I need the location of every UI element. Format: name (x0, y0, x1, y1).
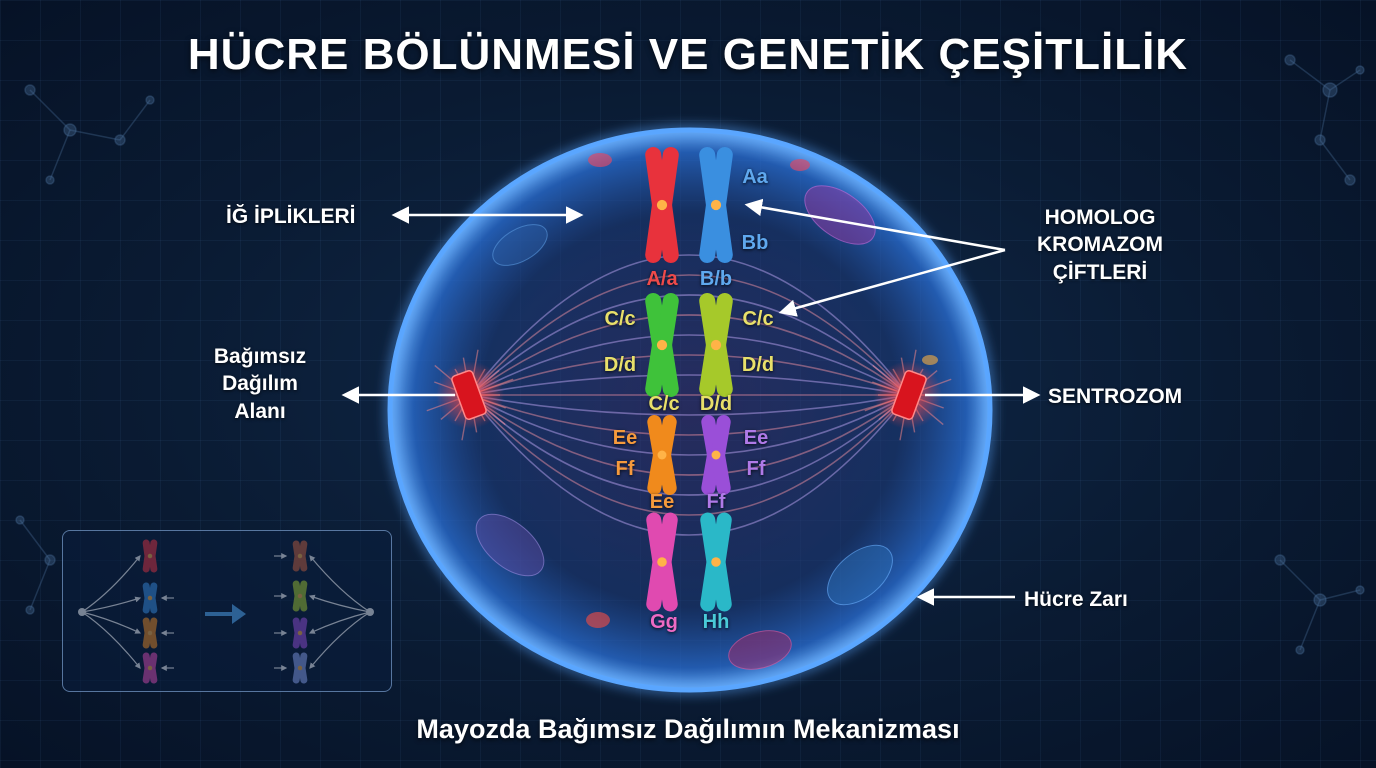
chromosome-c (645, 293, 679, 397)
label-homolog-line3: ÇİFTLERİ (1052, 260, 1148, 284)
spindle-fiber (469, 334, 909, 396)
label-assortment-line3: Alanı (234, 399, 286, 423)
chromosome-b (699, 147, 733, 263)
spindle-fiber (469, 374, 909, 396)
homolog-arrow-bottom (778, 248, 1006, 317)
gene-label-d-right: D/d (741, 354, 775, 376)
label-assortment-line2: Dağılım (222, 372, 298, 396)
gene-label-gg: Gg (650, 611, 678, 633)
label-spindle: İĞ İPLİKLERİ (226, 205, 356, 228)
chromosome-a (645, 147, 679, 263)
spindle-fiber (469, 254, 909, 396)
centrosome-left (451, 370, 487, 420)
chromosome-g (646, 512, 678, 612)
label-homolog-line1: HOMOLOG (1044, 206, 1156, 229)
gene-label-c-left: C/c (604, 308, 636, 330)
label-homolog-line2: KROMAZOM (1037, 233, 1163, 257)
gene-label-d-left: D/d (603, 354, 637, 376)
pointer-arrows (341, 198, 1041, 606)
gene-label-aa-top: Aa (742, 166, 768, 188)
cell-membrane (387, 127, 993, 693)
spindle-fiber (469, 274, 909, 396)
gene-label-ff-left: Ff (615, 458, 635, 480)
gene-label-hh: Hh (702, 611, 730, 633)
gene-label-a-a: A/a (646, 268, 678, 290)
gene-label-bb-top: Bb (741, 232, 769, 254)
label-centrosome: SENTROZOM (1048, 385, 1183, 408)
label-assortment-line1: Bağımsız (213, 345, 307, 368)
chromosome-f (701, 415, 731, 495)
spindle-fiber (469, 294, 909, 396)
chromosomes (645, 147, 733, 612)
gene-label-ff-bottom: Ff (706, 491, 726, 513)
chromosome-e (647, 415, 677, 495)
page-title: HÜCRE BÖLÜNMESİ VE GENETİK ÇEŞİTLİLİK (187, 30, 1189, 79)
gene-label-b-b: B/b (699, 268, 733, 290)
homolog-arrow-top (744, 198, 1006, 252)
spindle-fiber (469, 394, 909, 496)
label-assortment: Bağımsız Dağılım Alanı (200, 343, 320, 425)
gene-label-ee-right: Ee (743, 427, 769, 449)
spindle-fiber (469, 394, 909, 536)
gene-label-d-bottom: D/d (699, 393, 733, 415)
gene-label-ee-left: Ee (612, 427, 638, 449)
gene-label-c-right: C/c (742, 308, 774, 330)
spindle-fiber (469, 394, 909, 416)
spindle-fiber (469, 314, 909, 396)
inset-box (62, 530, 392, 692)
gene-label-c-bottom: C/c (648, 393, 680, 415)
organelles (475, 153, 938, 670)
page-subtitle: Mayozda Bağımsız Dağılımın Mekanizması (416, 714, 960, 744)
spindle-fiber (469, 394, 909, 516)
chromosome-h (700, 512, 732, 612)
spindle-fiber (469, 354, 909, 396)
spindle-fiber (469, 394, 909, 476)
gene-label-ee-bottom: Ee (649, 491, 675, 513)
centrosome-right (891, 370, 927, 420)
spindle-fiber (469, 394, 909, 456)
label-homolog: HOMOLOG KROMAZOM ÇİFTLERİ (1010, 204, 1190, 286)
label-membrane: Hücre Zarı (1024, 588, 1128, 611)
molecule-decoration (15, 54, 1365, 655)
spindle-fiber (469, 394, 909, 436)
gene-label-ff-right: Ff (746, 458, 766, 480)
chromosome-d (699, 293, 733, 397)
